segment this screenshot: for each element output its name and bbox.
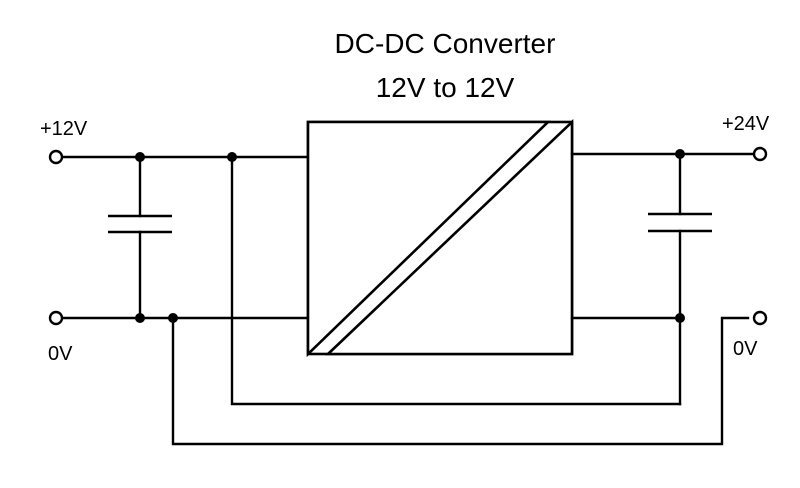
- diagram-subtitle: 12V to 12V: [376, 72, 515, 103]
- output-positive-terminal: [752, 146, 768, 162]
- ground-link-wire: [171, 316, 750, 446]
- junction-dot: [168, 313, 178, 323]
- label-output-positive: +24V: [722, 113, 770, 135]
- converter-input-half: [306, 120, 552, 358]
- junction-dot: [675, 149, 685, 159]
- input-ground-terminal: [48, 310, 64, 326]
- junction-dot: [135, 313, 145, 323]
- positive-return-wire: [230, 155, 682, 406]
- junction-dot: [675, 313, 685, 323]
- converter-output-half: [324, 118, 574, 356]
- junction-dot: [227, 152, 237, 162]
- label-output-ground: 0V: [733, 338, 758, 360]
- input-positive-terminal: [48, 149, 64, 165]
- label-input-positive: +12V: [40, 118, 88, 140]
- diagram-title: DC-DC Converter: [335, 28, 556, 59]
- junction-dot: [135, 152, 145, 162]
- label-input-ground: 0V: [48, 343, 73, 365]
- output-ground-terminal: [752, 310, 768, 326]
